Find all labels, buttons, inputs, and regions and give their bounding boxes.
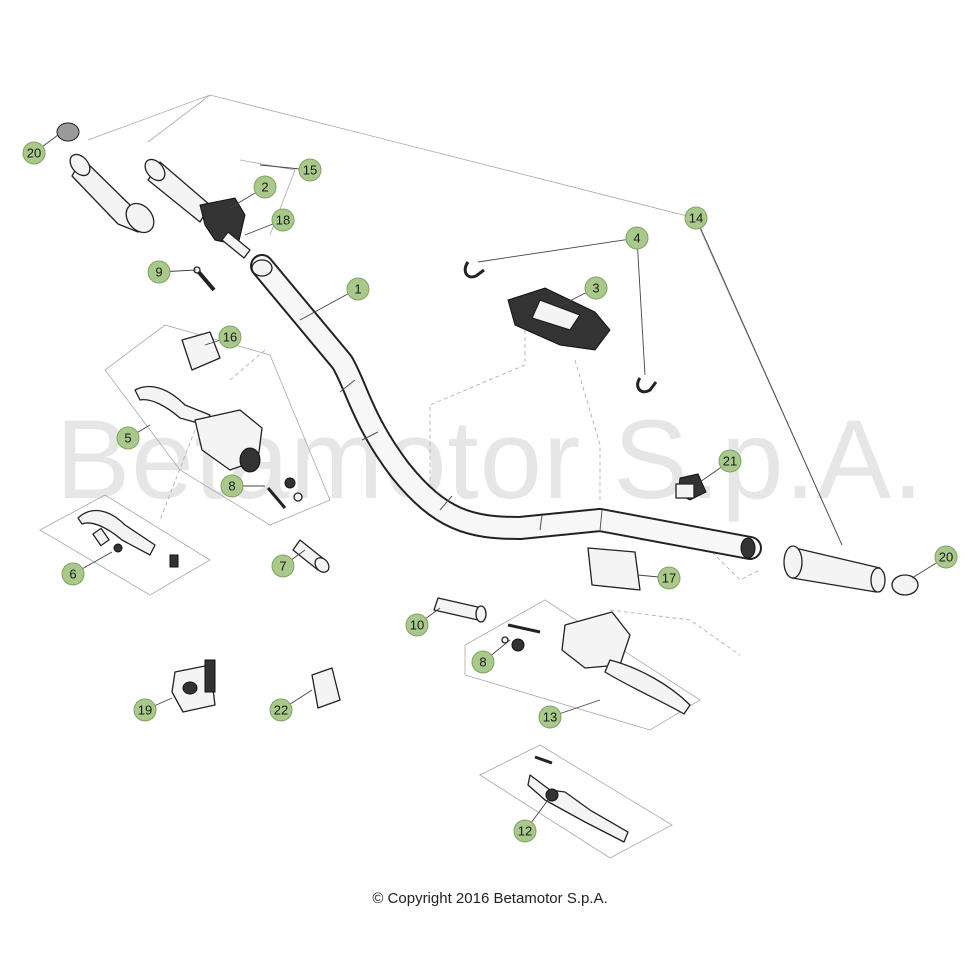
- callout-number: 19: [138, 703, 152, 718]
- callout-6: 6: [61, 562, 85, 586]
- callout-7: 7: [271, 554, 295, 578]
- callout-20-left: 20: [22, 141, 46, 165]
- callout-number: 20: [939, 550, 953, 565]
- callout-number: 21: [723, 454, 737, 469]
- brake-lever: [527, 755, 629, 843]
- cable-pin: [193, 266, 216, 292]
- callout-number: 8: [228, 479, 235, 494]
- callout-17: 17: [657, 566, 681, 590]
- switch-unit: [675, 473, 707, 501]
- callout-18: 18: [271, 208, 295, 232]
- callout-number: 18: [276, 213, 290, 228]
- callout-9: 9: [147, 260, 171, 284]
- callout-21: 21: [718, 449, 742, 473]
- assembly-guide-lines: [39, 94, 843, 859]
- callout-number: 6: [69, 567, 76, 582]
- callout-number: 10: [410, 618, 424, 633]
- leader-lines: [33, 134, 947, 832]
- callout-10: 10: [405, 613, 429, 637]
- callout-22: 22: [269, 698, 293, 722]
- clutch-lever: [77, 509, 179, 568]
- callout-12: 12: [513, 819, 537, 843]
- callout-13: 13: [538, 705, 562, 729]
- callout-20-right: 20: [934, 545, 958, 569]
- callout-2: 2: [253, 175, 277, 199]
- callout-number: 14: [689, 211, 703, 226]
- callout-4: 4: [625, 226, 649, 250]
- callout-number: 16: [223, 330, 237, 345]
- bar-end-weight: [292, 539, 330, 573]
- callout-15: 15: [298, 158, 322, 182]
- callout-1: 1: [346, 277, 370, 301]
- callout-number: 22: [274, 703, 288, 718]
- callout-number: 12: [518, 824, 532, 839]
- copyright-notice: © Copyright 2016 Betamotor S.p.A.: [372, 890, 608, 907]
- right-grip: [783, 545, 919, 596]
- callout-number: 8: [479, 655, 486, 670]
- callout-number: 2: [261, 180, 268, 195]
- switch-housing: [171, 659, 216, 713]
- callout-number: 13: [543, 710, 557, 725]
- callout-3: 3: [584, 276, 608, 300]
- handlebar: [250, 254, 762, 560]
- callout-number: 4: [633, 231, 640, 246]
- callout-number: 9: [155, 265, 162, 280]
- left-lever-assembly: [134, 331, 303, 509]
- callout-number: 5: [124, 431, 131, 446]
- right-lever-assembly: [433, 547, 691, 715]
- callout-number: 15: [303, 163, 317, 178]
- callout-8-left: 8: [220, 474, 244, 498]
- callout-number: 3: [592, 281, 599, 296]
- callout-14: 14: [684, 206, 708, 230]
- left-grip: [56, 122, 155, 234]
- decal-pack: [311, 667, 341, 709]
- callout-5: 5: [116, 426, 140, 450]
- callout-16: 16: [218, 325, 242, 349]
- callout-number: 20: [27, 146, 41, 161]
- callout-19: 19: [133, 698, 157, 722]
- callout-8-right: 8: [471, 650, 495, 674]
- throttle-grip: [144, 158, 251, 259]
- handlebar-clamp: [463, 261, 658, 394]
- callout-number: 7: [279, 559, 286, 574]
- callout-number: 1: [354, 282, 361, 297]
- callout-number: 17: [662, 571, 676, 586]
